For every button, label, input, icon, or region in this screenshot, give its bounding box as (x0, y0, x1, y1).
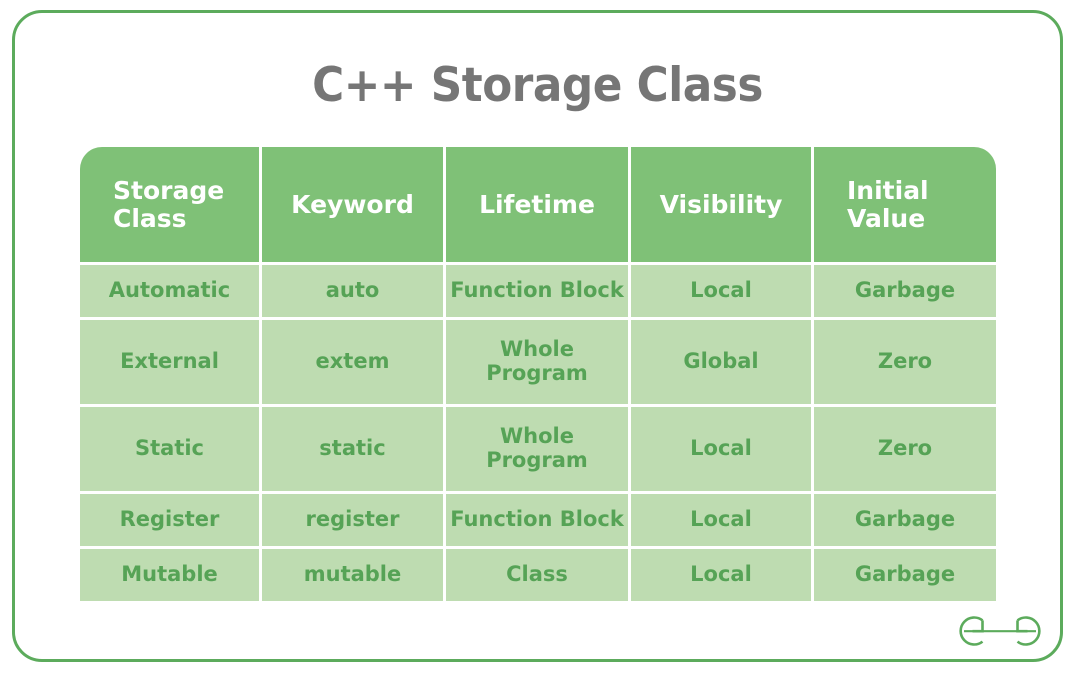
cell-keyword: extem (262, 320, 443, 404)
column-header-keyword: Keyword (262, 147, 443, 262)
cell-lifetime: Class (446, 549, 628, 601)
column-header-storage-class: Storage Class (80, 147, 259, 262)
table-row: Static static Whole Program Local Zero (80, 407, 996, 491)
cell-lifetime: Whole Program (446, 407, 628, 491)
cell-keyword: static (262, 407, 443, 491)
column-header-initial-value: Initial Value (814, 147, 996, 262)
cell-lifetime-line1: Whole (500, 337, 574, 362)
cell-keyword: auto (262, 265, 443, 317)
cell-initial-value: Zero (814, 407, 996, 491)
cell-initial-value: Garbage (814, 549, 996, 601)
cell-lifetime-line1: Whole (500, 424, 574, 449)
cell-storage-class: External (80, 320, 259, 404)
column-header-initial-value-line1: Initial (847, 175, 929, 205)
table-row: Automatic auto Function Block Local Garb… (80, 265, 996, 317)
cell-visibility: Local (631, 494, 811, 546)
table-row: Register register Function Block Local G… (80, 494, 996, 546)
cell-keyword: register (262, 494, 443, 546)
table-row: Mutable mutable Class Local Garbage (80, 549, 996, 601)
column-header-storage-class-line1: Storage (113, 175, 225, 205)
table-header-row: Storage Class Keyword Lifetime Visibilit… (80, 147, 996, 262)
cell-storage-class: Static (80, 407, 259, 491)
cell-lifetime: Whole Program (446, 320, 628, 404)
column-header-visibility: Visibility (631, 147, 811, 262)
cell-lifetime-line2: Program (486, 361, 588, 385)
cell-storage-class: Automatic (80, 265, 259, 317)
cell-storage-class: Register (80, 494, 259, 546)
table-row: External extem Whole Program Global Zero (80, 320, 996, 404)
column-header-storage-class-line2: Class (113, 203, 187, 233)
cell-visibility: Local (631, 549, 811, 601)
page-title: C++ Storage Class (312, 58, 763, 113)
cell-lifetime-line1: Function Block (450, 278, 624, 303)
cell-visibility: Local (631, 265, 811, 317)
cell-initial-value: Zero (814, 320, 996, 404)
cell-lifetime-line2: Program (486, 448, 588, 472)
cell-initial-value: Garbage (814, 494, 996, 546)
geeksforgeeks-logo-icon (958, 608, 1042, 654)
cell-visibility: Local (631, 407, 811, 491)
cell-visibility: Global (631, 320, 811, 404)
cell-lifetime-line1: Function Block (450, 507, 624, 532)
cell-keyword: mutable (262, 549, 443, 601)
cell-storage-class: Mutable (80, 549, 259, 601)
cell-lifetime: Function Block (446, 494, 628, 546)
column-header-lifetime: Lifetime (446, 147, 628, 262)
storage-class-table: Storage Class Keyword Lifetime Visibilit… (80, 147, 996, 601)
cell-lifetime-line1: Class (506, 562, 568, 587)
column-header-initial-value-line2: Value (847, 203, 926, 233)
cell-lifetime: Function Block (446, 265, 628, 317)
cell-initial-value: Garbage (814, 265, 996, 317)
